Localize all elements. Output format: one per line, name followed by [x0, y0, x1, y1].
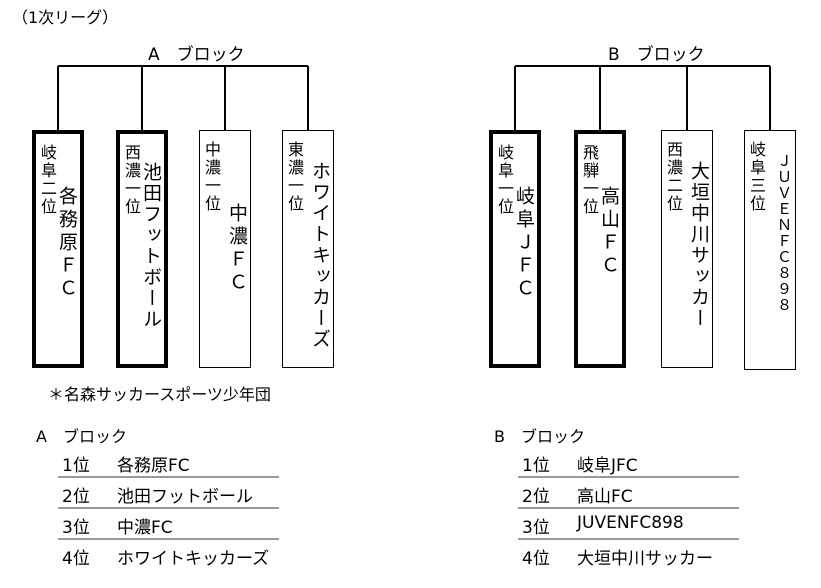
result-team: 池田フットボール [117, 487, 253, 507]
result-team: 中濃FC [117, 518, 173, 538]
team-card-a2: 西濃一位 池田フットボール [116, 130, 168, 368]
result-team: 各務原FC [117, 456, 190, 476]
team-rank: 西濃二位 [664, 141, 683, 213]
result-position: 3位 [522, 518, 550, 538]
team-rank: 岐阜二位 [38, 144, 57, 216]
result-team: 高山FC [577, 487, 633, 507]
league-caption: （1次リーグ） [12, 8, 119, 27]
team-name: ホワイトキッカーズ [309, 161, 331, 350]
result-position: 4位 [62, 549, 90, 569]
team-card-a4: 東濃一位 ホワイトキッカーズ [282, 130, 334, 368]
block-a-title: A ブロック [148, 45, 245, 65]
result-team: JUVENFC898 [577, 513, 684, 533]
team-name: 中濃ＦＣ [226, 203, 248, 295]
team-card-a1: 岐阜二位 各務原ＦＣ [32, 130, 84, 368]
table-row: 3位 中濃FC [58, 509, 279, 540]
team-rank: 岐阜三位 [747, 141, 766, 213]
team-name: 岐阜ＪＦＣ [513, 186, 535, 301]
team-name: 各務原ＦＣ [56, 186, 78, 301]
result-team: 大垣中川サッカー [577, 549, 713, 569]
team-name: 大垣中川サッカー [688, 161, 710, 329]
results-b-title: B ブロック [494, 427, 585, 446]
team-rank: 岐阜一位 [495, 144, 514, 216]
table-row: 1位 各務原FC [58, 447, 279, 478]
team-name: 池田フットボール [140, 162, 162, 330]
table-row: 4位 ホワイトキッカーズ [58, 540, 279, 569]
note-text: ＊名森サッカースポーツ少年団 [48, 385, 271, 404]
result-position: 2位 [62, 487, 90, 507]
table-row: 4位 大垣中川サッカー [518, 540, 739, 569]
team-rank: 飛騨一位 [580, 144, 599, 216]
table-row: 2位 池田フットボール [58, 478, 279, 509]
team-card-b4: 岐阜三位 ＪＵＶＥＮＦＣ８９８ [744, 130, 796, 370]
table-row: 3位 JUVENFC898 [518, 509, 739, 540]
result-position: 2位 [522, 487, 550, 507]
team-name: 高山ＦＣ [598, 186, 620, 278]
team-card-b2: 飛騨一位 高山ＦＣ [574, 130, 626, 368]
team-rank: 西濃一位 [122, 144, 141, 216]
team-name: ＪＵＶＥＮＦＣ８９８ [775, 153, 793, 313]
results-table-b: 1位 岐阜JFC 2位 高山FC 3位 JUVENFC898 4位 大垣中川サッ… [518, 447, 739, 569]
result-team: ホワイトキッカーズ [117, 549, 270, 569]
team-card-a3: 中濃一位 中濃ＦＣ [199, 130, 251, 368]
team-rank: 東濃一位 [285, 141, 304, 213]
results-a-title: A ブロック [36, 427, 127, 446]
block-b-title: B ブロック [608, 45, 705, 65]
result-team: 岐阜JFC [577, 456, 638, 476]
result-position: 3位 [62, 518, 90, 538]
result-position: 1位 [522, 456, 550, 476]
team-card-b1: 岐阜一位 岐阜ＪＦＣ [489, 130, 541, 368]
result-position: 4位 [522, 549, 550, 569]
team-card-b3: 西濃二位 大垣中川サッカー [661, 130, 713, 368]
results-table-a: 1位 各務原FC 2位 池田フットボール 3位 中濃FC 4位 ホワイトキッカー… [58, 447, 279, 569]
result-position: 1位 [62, 456, 90, 476]
table-row: 1位 岐阜JFC [518, 447, 739, 478]
table-row: 2位 高山FC [518, 478, 739, 509]
team-rank: 中濃一位 [202, 141, 221, 213]
